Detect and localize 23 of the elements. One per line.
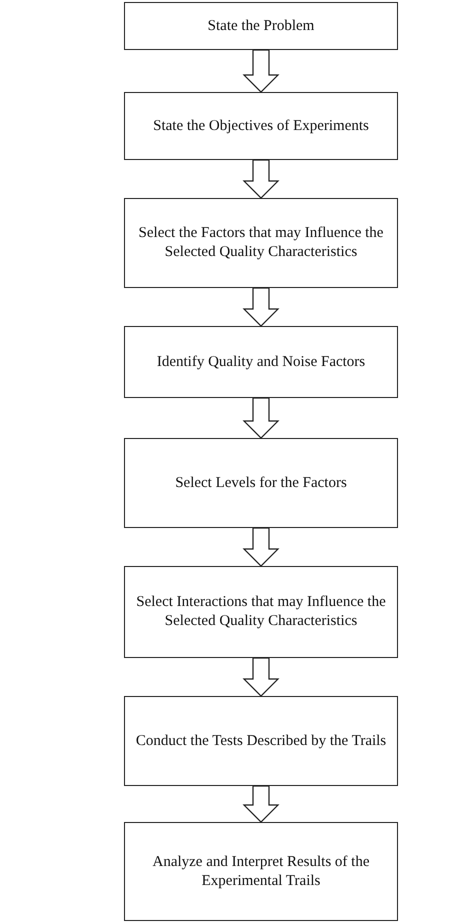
step-text: Select Levels for the Factors: [175, 474, 347, 492]
step-text: Conduct the Tests Described by the Trails: [136, 732, 386, 750]
step-text: Analyze and Interpret Results of the Experimental Trails: [151, 852, 370, 890]
block-arrow: [242, 159, 280, 199]
block-arrow: [242, 785, 280, 823]
step-text: Select the Factors that may Influence the Selected Quality Characteristics: [138, 224, 384, 262]
process-box: [124, 2, 398, 50]
process-box: [124, 326, 398, 398]
process-box: [124, 822, 398, 921]
process-box: [124, 438, 398, 528]
process-box: [124, 566, 398, 658]
process-box: [124, 92, 398, 160]
block-arrow: [242, 527, 280, 567]
block-arrow: [242, 657, 280, 697]
process-box: [124, 696, 398, 786]
block-arrow: [242, 49, 280, 93]
block-arrow: [242, 287, 280, 327]
process-box: [124, 198, 398, 288]
block-arrow: [242, 397, 280, 439]
step-text: State the Problem: [208, 16, 314, 36]
step-text: Identify Quality and Noise Factors: [156, 352, 366, 372]
step-text: State the Objectives of Experiments: [153, 116, 369, 136]
step-text: Select Interactions that may Influence the Selected Quality Characteristics: [135, 593, 387, 631]
